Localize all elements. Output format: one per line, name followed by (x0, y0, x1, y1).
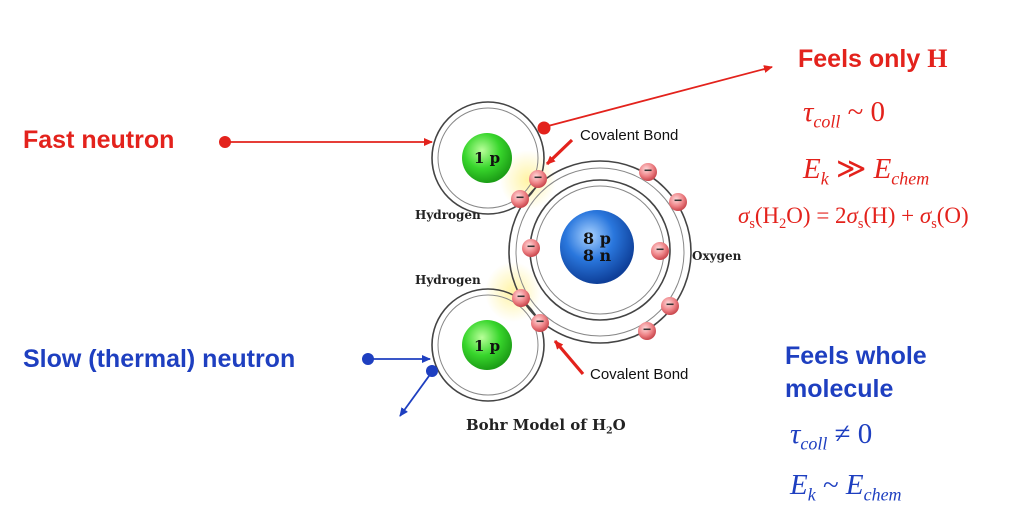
electron (639, 163, 657, 181)
ek-fast: Ek ≫ Echem (803, 151, 930, 189)
hydrogen-bottom-label: Hydrogen (415, 273, 481, 287)
sigma-eq-part: (O) (936, 203, 969, 228)
feels-only-text: Feels only (798, 45, 928, 73)
electron-sign: − (527, 238, 536, 254)
echem-symbol: E (873, 153, 892, 185)
feels-whole-molecule-title: Feels whole molecule (785, 340, 927, 406)
echem-symbol: E (845, 469, 864, 501)
slow-neutron-label: Slow (thermal) neutron (23, 345, 296, 373)
diagram-caption: Bohr Model of H2O (466, 416, 626, 437)
electron (638, 322, 656, 340)
hydrogen-top-nucleus-label: 1 p (474, 149, 501, 167)
ek-sub: k (820, 168, 829, 189)
caption-prefix: Bohr Model of H (466, 416, 607, 434)
electron (661, 297, 679, 315)
electron-sign: − (536, 313, 545, 329)
caption-suffix: O (612, 416, 626, 434)
oxygen-nucleus (560, 210, 634, 284)
hydrogen-top-label: Hydrogen (415, 208, 481, 222)
ek-symbol: E (803, 153, 821, 185)
electron (669, 193, 687, 211)
sigma-eq-h2-sub: 2 (779, 215, 787, 232)
feels-whole-line2: molecule (785, 375, 894, 403)
sigma-2-sub: s (857, 215, 864, 232)
electron-sign: − (644, 162, 653, 178)
oxygen-label: Oxygen (692, 249, 742, 263)
electron (511, 190, 529, 208)
electron-sign: − (517, 288, 526, 304)
echem-sub: chem (863, 484, 902, 505)
electron (531, 314, 549, 332)
sigma-3-sub: s (931, 215, 937, 232)
tau-symbol: τ (790, 418, 801, 450)
hydrogen-top-shell (431, 101, 545, 215)
electron-sign: − (674, 192, 683, 208)
electron (529, 170, 547, 188)
electron-sign: − (666, 296, 675, 312)
feels-only-h: H (927, 44, 948, 73)
electron (522, 239, 540, 257)
oxygen-nucleus-label: 8 p 8 n (582, 230, 612, 264)
ek-sub: k (807, 484, 816, 505)
electron (512, 289, 530, 307)
sigma-eq-part: O) = 2 (786, 203, 847, 228)
bond-bottom-pointer (553, 339, 585, 376)
ek-symbol: E (790, 469, 808, 501)
ek-relation: ≫ (828, 153, 874, 185)
fast-neutron-dot-icon (219, 136, 231, 148)
tau-coll-fast: τcoll ~ 0 (803, 96, 886, 132)
tau-coll-slow: τcoll ≠ 0 (790, 418, 873, 454)
sigma-equation: σs(H2O) = 2σs(H) + σs(O) (738, 203, 969, 232)
hydrogen-top-shell-inner (437, 107, 539, 209)
hydrogen-bottom-shell (431, 288, 545, 402)
fast-neutron-label: Fast neutron (23, 126, 175, 154)
sigma-eq-part: (H (754, 203, 780, 228)
bond-top-pointer (545, 138, 574, 166)
electrons (511, 163, 687, 340)
feels-only-h-title: Feels only H (798, 44, 947, 74)
echem-sub: chem (891, 168, 930, 189)
feels-whole-line1: Feels whole (785, 342, 927, 370)
hydrogen-bottom-shell-inner (437, 294, 539, 396)
ek-slow: Ek ~ Echem (790, 469, 902, 505)
oxygen-outer-shell-inner (515, 167, 685, 337)
electron-sign: − (516, 189, 525, 205)
tau-relation: ~ 0 (840, 96, 886, 128)
tau-relation: ≠ 0 (827, 418, 873, 450)
caption-subscript: 2 (606, 425, 613, 437)
electron-sign: − (656, 241, 665, 257)
electron-sign: − (534, 169, 543, 185)
sigma-2: σ (846, 203, 858, 228)
hydrogen-bottom-nucleus (462, 320, 512, 370)
slow-neutron-dot-icon (362, 353, 374, 365)
electron-sign: − (643, 321, 652, 337)
hydrogen-bottom-nucleus-label: 1 p (474, 337, 501, 355)
oxygen-neutrons: 8 n (582, 246, 612, 265)
covalent-bond-bottom-label: Covalent Bond (590, 366, 689, 383)
oxygen-outer-shell (508, 160, 692, 344)
ek-relation: ~ (815, 469, 846, 501)
tau-symbol: τ (803, 96, 814, 128)
oxygen-protons: 8 p (583, 229, 611, 248)
slow-neutron-scatter-dot-icon (426, 365, 438, 377)
sigma-3: σ (919, 203, 932, 228)
sigma-1: σ (738, 203, 750, 228)
scattered-fast-neutron-arrow (547, 65, 773, 127)
scattered-neutron-dot-icon (537, 121, 551, 135)
hydrogen-top-nucleus (462, 133, 512, 183)
slow-neutron-scatter-arrow (399, 375, 430, 417)
sigma-eq-part: (H) + (863, 203, 920, 228)
tau-sub: coll (800, 433, 828, 454)
sigma-1-sub: s (749, 215, 755, 232)
tau-sub: coll (813, 111, 841, 132)
electron (651, 242, 669, 260)
covalent-bond-top-label: Covalent Bond (580, 127, 679, 144)
